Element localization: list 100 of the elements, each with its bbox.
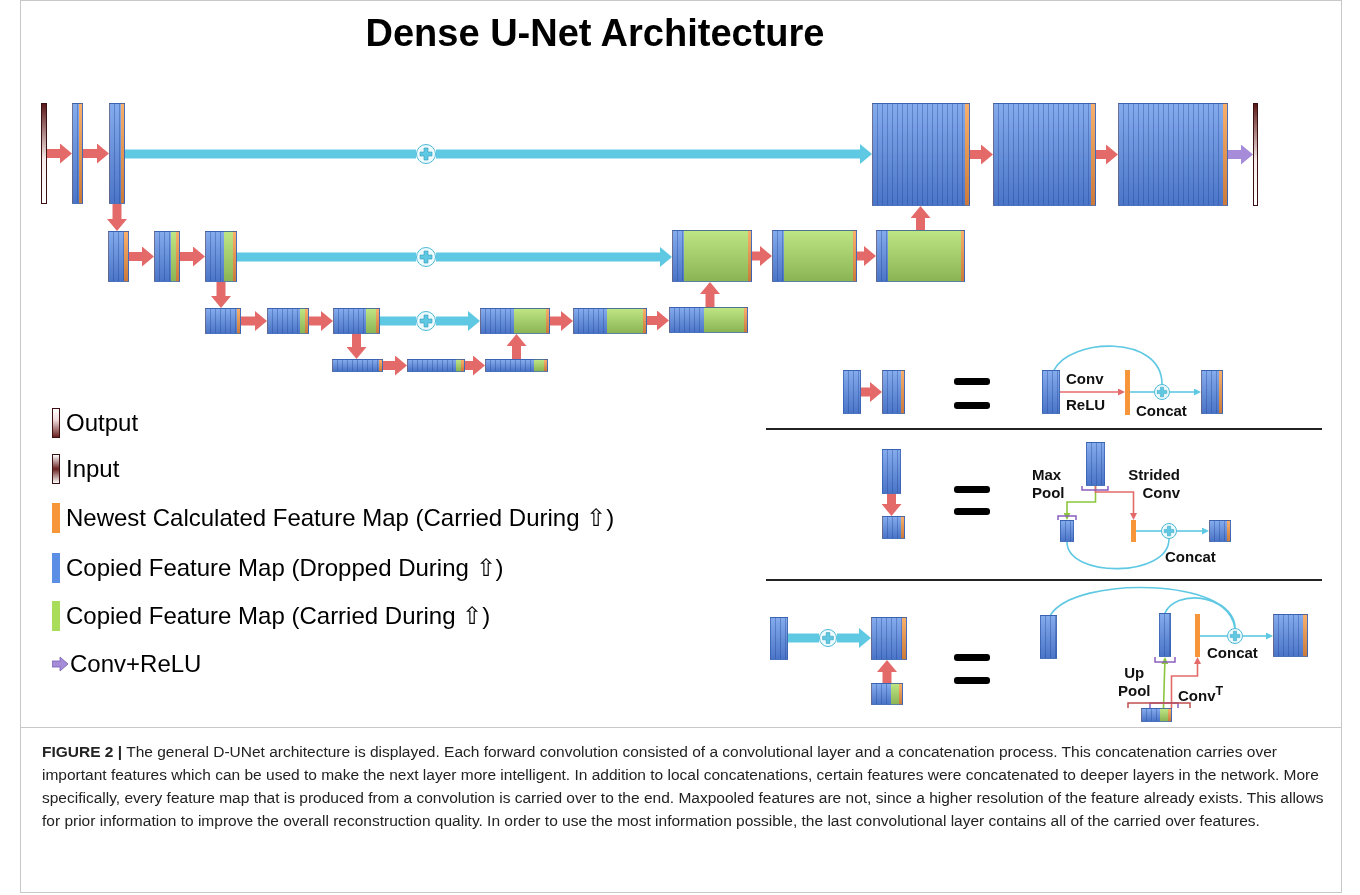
arrow <box>910 206 931 230</box>
feature-map-block <box>109 103 125 204</box>
arrow <box>346 334 367 359</box>
arrow <box>211 282 231 308</box>
legend-text: Output <box>66 408 139 438</box>
edge-label: Max Pool <box>1032 466 1065 502</box>
arrow <box>83 143 109 164</box>
feature-map-block <box>108 231 129 282</box>
connector-line <box>1053 345 1163 385</box>
feature-map-block <box>1118 103 1228 206</box>
feature-map-block <box>669 307 748 333</box>
feature-map-block <box>772 230 857 282</box>
arrow <box>1059 388 1125 396</box>
arrow <box>1169 388 1201 396</box>
arrow <box>241 311 267 331</box>
legend-text: Conv+ReLU <box>70 649 202 679</box>
feature-map-block <box>1086 442 1105 486</box>
arrow <box>1096 144 1118 165</box>
connector-line <box>1135 530 1162 532</box>
feature-map-block <box>1159 613 1171 657</box>
feature-map-block <box>871 683 903 705</box>
feature-map-block <box>770 617 788 660</box>
connector-line <box>237 252 416 262</box>
connector-line <box>1049 586 1236 629</box>
feature-map-block <box>882 370 905 414</box>
connector-line <box>125 149 416 159</box>
arrow <box>1176 527 1209 535</box>
operation-label: Concat <box>1165 548 1216 565</box>
feature-map-block <box>872 103 970 206</box>
feature-map-block <box>72 103 83 204</box>
concat-circle <box>1154 384 1170 400</box>
arrow <box>1094 485 1137 520</box>
connector-line <box>380 316 416 326</box>
arrow <box>877 660 897 683</box>
operation-label: Concat <box>1207 644 1258 661</box>
feature-map-block <box>871 617 907 660</box>
concat-circle <box>819 629 837 647</box>
feature-map-bar <box>1125 370 1130 415</box>
legend-text: Input <box>66 454 120 484</box>
legend-text: Copied Feature Map (Carried During ⇧) <box>66 601 491 631</box>
arrow <box>970 144 993 165</box>
connector-line <box>1199 635 1228 637</box>
feature-map-block <box>205 308 241 334</box>
feature-map-block <box>267 308 309 334</box>
arrow <box>383 355 407 376</box>
concat-circle <box>416 144 436 164</box>
concat-circle <box>416 311 436 331</box>
connector-line <box>1164 597 1236 629</box>
feature-map-block <box>154 231 180 282</box>
feature-map-block <box>876 230 965 282</box>
feature-map-block <box>882 516 905 539</box>
legend-text: Newest Calculated Feature Map (Carried During ⇧) <box>66 503 615 533</box>
feature-map-bar <box>1195 614 1200 657</box>
feature-map-block <box>332 359 383 372</box>
figure-caption: FIGURE 2 | The general D-UNet architecture is displayed. Each forward convolution consisted of a convolutional layer and a concatenation process. This concatenation carries over important features which can be used to make the next layer more intelligent. In addition to local concatenations, certain features were concatenated to deeper layers in the network. More specifically, every feature map that is produced from a convolution is carried over to the end. Maxpooled features are not, since a higher resolution of the feature already exists. This allows for prior information to improve the overall reconstruction quality. In order to use the most information possible, the last convolutional layer contains all of the carried over features. <box>42 742 1325 831</box>
edge-label: Up Pool <box>1118 664 1151 700</box>
arrow <box>506 334 527 359</box>
arrow <box>881 494 902 516</box>
image-bar <box>41 103 47 204</box>
diagram-title: Dense U-Net Architecture <box>364 12 826 55</box>
arrow <box>1161 657 1169 709</box>
arrow <box>550 311 573 331</box>
feature-map-block <box>333 308 380 334</box>
feature-map-block <box>1201 370 1223 414</box>
arrow <box>1228 144 1253 165</box>
arrow <box>436 247 672 267</box>
connector-line <box>788 633 819 643</box>
arrow <box>837 628 871 648</box>
legend-text: Copied Feature Map (Dropped During ⇧) <box>66 553 504 583</box>
arrow <box>1242 632 1273 640</box>
arrow <box>465 355 485 376</box>
arrow <box>129 246 154 267</box>
arrow <box>752 246 772 266</box>
arrow <box>647 310 669 331</box>
connector-line <box>1129 391 1155 393</box>
feature-map-block <box>485 359 548 372</box>
feature-map-block <box>1273 614 1308 657</box>
feature-map-block <box>882 449 901 494</box>
image-bar <box>1253 103 1258 206</box>
feature-map-block <box>1060 520 1074 542</box>
feature-map-block <box>480 308 550 334</box>
arrow <box>857 246 876 266</box>
feature-map-block <box>843 370 861 414</box>
feature-map-block <box>672 230 752 282</box>
feature-map-block <box>407 359 465 372</box>
feature-map-block <box>1042 370 1060 414</box>
concat-circle <box>1227 628 1243 644</box>
arrow <box>1170 657 1201 709</box>
feature-map-block <box>1209 520 1231 542</box>
connector-line <box>1066 538 1170 570</box>
feature-map-block <box>1141 708 1172 722</box>
edge-label: Conv ReLU <box>1066 369 1106 415</box>
feature-map-bar <box>1131 520 1136 542</box>
arrow <box>47 143 72 164</box>
arrow <box>436 144 872 164</box>
concat-circle <box>416 247 436 267</box>
arrow <box>180 246 205 267</box>
arrow <box>107 204 127 231</box>
arrow <box>861 382 882 402</box>
edge-label: Conv$^{T}$ <box>1178 683 1224 705</box>
